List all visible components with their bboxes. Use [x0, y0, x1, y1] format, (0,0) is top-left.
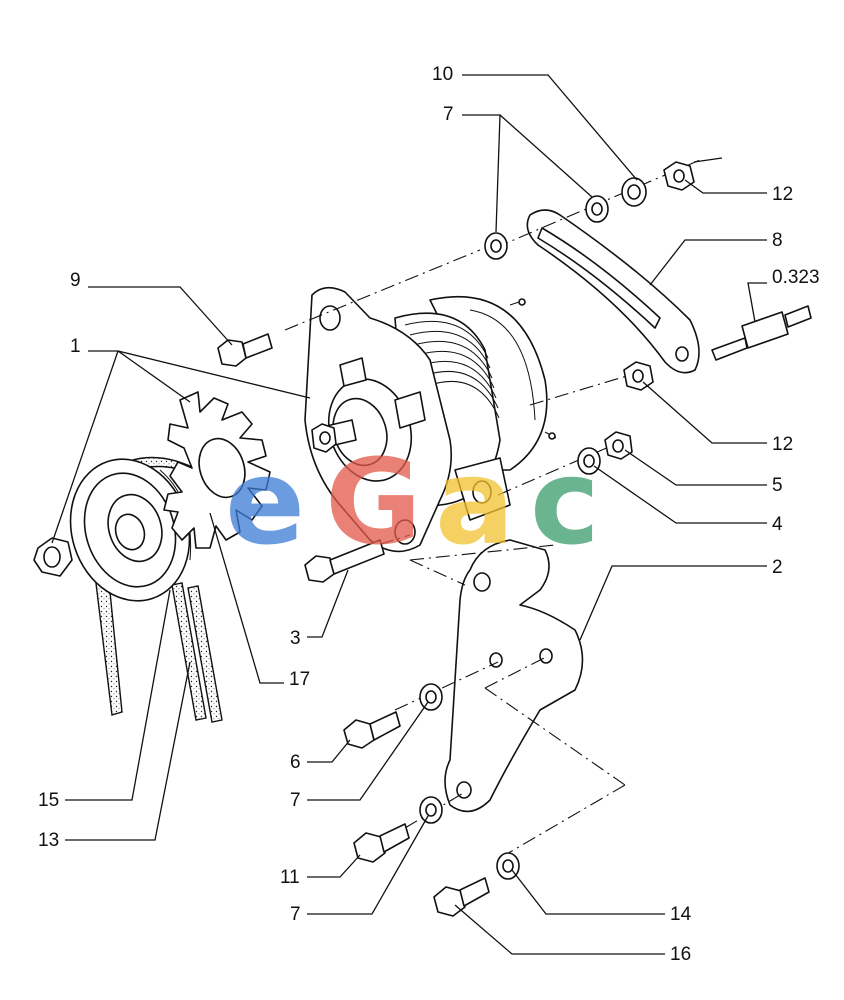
callout-2: 2	[772, 557, 783, 578]
mounting-bracket	[444, 539, 584, 813]
callout-7-mid: 7	[290, 790, 301, 811]
bolt-6	[343, 711, 401, 749]
callout-12-lower: 12	[772, 434, 793, 455]
callout-6: 6	[290, 752, 301, 773]
callout-10: 10	[432, 64, 453, 85]
adjusting-link	[526, 209, 700, 374]
watermark-letter-c: c	[530, 433, 600, 571]
leader-lines	[51, 74, 767, 955]
alternator-body	[304, 286, 557, 553]
callout-5: 5	[772, 475, 783, 496]
washer-10	[621, 177, 647, 207]
callout-3: 3	[290, 628, 301, 649]
callout-4: 4	[772, 514, 783, 535]
washer-upper-7	[585, 195, 609, 223]
callout-16: 16	[670, 944, 691, 965]
nut-5	[604, 431, 633, 460]
bolt-11	[353, 823, 410, 863]
callout-7-low: 7	[290, 904, 301, 925]
callout-0323: 0.323	[772, 267, 820, 288]
belt-pulley	[69, 458, 192, 602]
washer-mid-7	[419, 683, 443, 711]
callout-15: 15	[38, 790, 59, 811]
callout-9: 9	[70, 270, 81, 291]
callout-12-upper: 12	[772, 184, 793, 205]
bolt-16	[433, 877, 490, 917]
watermark-letter-e: e	[225, 433, 305, 571]
callout-7-top: 7	[443, 104, 454, 125]
watermark-letter-g: G	[325, 433, 422, 571]
bolt-3	[304, 539, 385, 583]
nut-upper-12	[663, 161, 695, 191]
washer-4	[577, 447, 601, 475]
cooling-fan	[163, 391, 271, 549]
washer-low-7	[419, 796, 443, 824]
washer-top-7	[484, 232, 508, 260]
callout-17: 17	[289, 669, 310, 690]
bolt-9	[217, 333, 273, 367]
callout-14: 14	[670, 904, 692, 925]
stud-0323	[711, 305, 812, 361]
nut-lower-12	[623, 361, 654, 391]
callout-13: 13	[38, 830, 59, 851]
watermark-letter-a: a	[435, 433, 515, 571]
callout-1: 1	[70, 336, 81, 357]
watermark-logo: e G a c	[225, 433, 600, 571]
pulley-nut	[33, 537, 73, 577]
callout-labels: 10 7 12 8 0.323 9 1 12 5 4 2 3 17 6 7 15…	[38, 64, 820, 965]
callout-11: 11	[280, 867, 300, 888]
callout-8: 8	[772, 230, 783, 251]
